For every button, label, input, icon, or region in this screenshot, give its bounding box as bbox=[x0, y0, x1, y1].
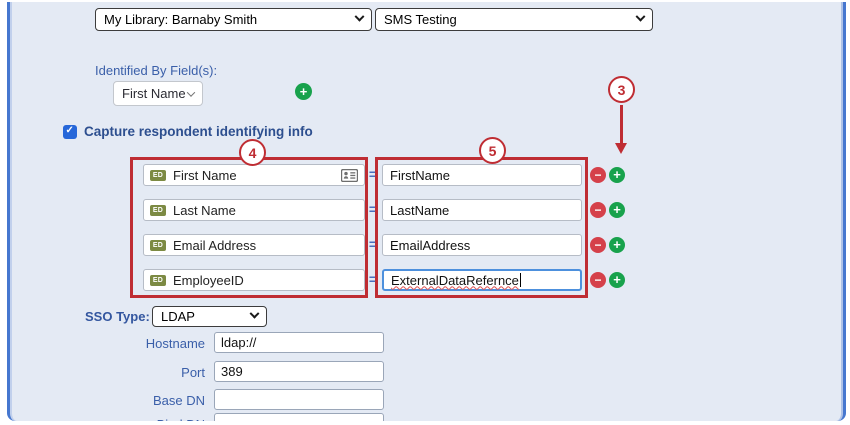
embedded-data-badge: ED bbox=[150, 239, 166, 251]
equals-sign: = bbox=[368, 166, 378, 182]
chevron-down-icon bbox=[635, 11, 646, 22]
chevron-down-icon bbox=[354, 11, 365, 22]
hostname-input[interactable] bbox=[214, 332, 384, 353]
mapping-source-field[interactable]: ED Email Address bbox=[143, 234, 365, 256]
equals-sign: = bbox=[368, 201, 378, 217]
mapping-target-input[interactable] bbox=[382, 234, 582, 256]
identified-by-field-dropdown[interactable]: First Name bbox=[113, 81, 203, 106]
base-dn-input[interactable] bbox=[214, 389, 384, 410]
annotation-circle-4: 4 bbox=[239, 139, 266, 166]
remove-row-button[interactable] bbox=[590, 202, 606, 218]
mapping-source-field[interactable]: ED First Name bbox=[143, 164, 365, 186]
capture-info-label: Capture respondent identifying info bbox=[84, 124, 313, 139]
mapping-source-field[interactable]: ED Last Name bbox=[143, 199, 365, 221]
sso-type-label: SSO Type: bbox=[85, 309, 150, 324]
mapping-row: ED Email Address = bbox=[10, 234, 843, 256]
identified-by-field-value: First Name bbox=[122, 86, 186, 101]
annotation-arrowhead bbox=[615, 143, 627, 154]
remove-row-button[interactable] bbox=[590, 167, 606, 183]
embedded-data-badge: ED bbox=[150, 169, 166, 181]
bind-dn-input[interactable] bbox=[214, 413, 384, 421]
contact-card-icon[interactable] bbox=[341, 168, 358, 182]
embedded-data-badge: ED bbox=[150, 274, 166, 286]
identified-by-label: Identified By Field(s): bbox=[95, 63, 218, 78]
remove-row-button[interactable] bbox=[590, 237, 606, 253]
base-dn-label: Base DN bbox=[152, 393, 205, 408]
add-identifier-field-button[interactable] bbox=[295, 83, 312, 100]
sso-type-dropdown[interactable]: LDAP bbox=[152, 306, 267, 327]
chevron-down-icon bbox=[249, 308, 260, 319]
message-dropdown[interactable]: SMS Testing bbox=[375, 8, 653, 31]
equals-sign: = bbox=[368, 271, 378, 287]
sso-type-value: LDAP bbox=[161, 309, 195, 324]
port-label: Port bbox=[181, 365, 205, 380]
text-caret bbox=[519, 273, 521, 287]
annotation-circle-5: 5 bbox=[479, 137, 506, 164]
add-row-button[interactable] bbox=[609, 237, 625, 253]
add-row-button[interactable] bbox=[609, 202, 625, 218]
capture-info-row: Capture respondent identifying info bbox=[63, 124, 313, 139]
mapping-row: ED EmployeeID = ExternalDataRefernce bbox=[10, 269, 843, 291]
remove-row-button[interactable] bbox=[590, 272, 606, 288]
annotation-arrow bbox=[620, 105, 623, 143]
mapping-target-input[interactable] bbox=[382, 164, 582, 186]
mapping-row: ED First Name = bbox=[10, 164, 843, 186]
mapping-source-field[interactable]: ED EmployeeID bbox=[143, 269, 365, 291]
embedded-data-badge: ED bbox=[150, 204, 166, 216]
add-row-button[interactable] bbox=[609, 272, 625, 288]
sso-settings-panel: My Library: Barnaby Smith SMS Testing Id… bbox=[7, 2, 846, 421]
chevron-down-icon bbox=[186, 87, 196, 97]
library-dropdown[interactable]: My Library: Barnaby Smith bbox=[95, 8, 372, 31]
mapping-target-input[interactable]: ExternalDataRefernce bbox=[382, 269, 582, 291]
annotation-circle-3: 3 bbox=[608, 76, 635, 103]
equals-sign: = bbox=[368, 236, 378, 252]
capture-info-checkbox[interactable] bbox=[63, 124, 77, 139]
port-input[interactable] bbox=[214, 361, 384, 382]
mapping-target-input[interactable] bbox=[382, 199, 582, 221]
message-dropdown-value: SMS Testing bbox=[384, 12, 457, 27]
mapping-row: ED Last Name = bbox=[10, 199, 843, 221]
library-dropdown-value: My Library: Barnaby Smith bbox=[104, 12, 258, 27]
bind-dn-label: Bind DN bbox=[85, 417, 205, 421]
hostname-label: Hostname bbox=[145, 336, 205, 351]
add-row-button[interactable] bbox=[609, 167, 625, 183]
